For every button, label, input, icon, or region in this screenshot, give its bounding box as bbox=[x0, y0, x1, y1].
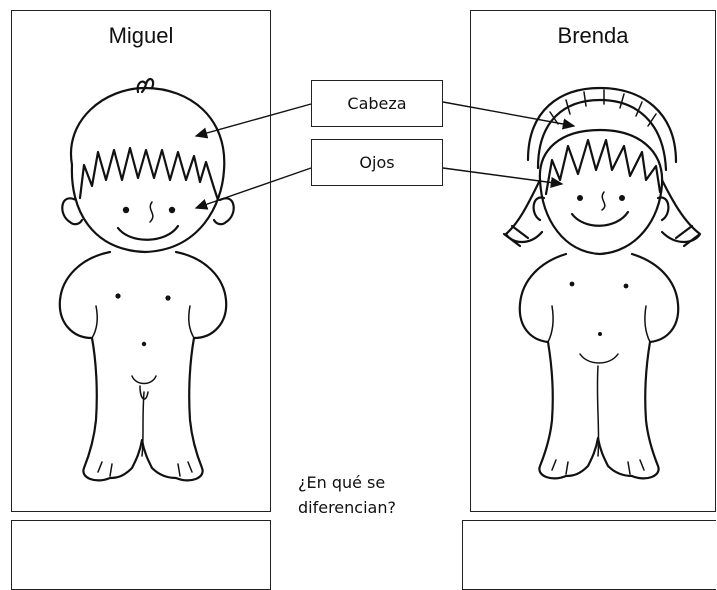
answer-box-right[interactable] bbox=[462, 520, 716, 590]
panel-miguel: Miguel bbox=[11, 10, 271, 512]
label-cabeza: Cabeza bbox=[311, 80, 443, 127]
question-line-1: ¿En qué se bbox=[298, 473, 386, 492]
panel-title-brenda: Brenda bbox=[557, 23, 629, 48]
panel-brenda: Brenda bbox=[470, 10, 716, 512]
arrow-ojos-brenda bbox=[442, 167, 564, 189]
label-ojos: Ojos bbox=[311, 139, 443, 186]
question-line-2: diferencian? bbox=[298, 498, 396, 517]
answer-box-left[interactable] bbox=[11, 520, 271, 590]
arrow-ojos-miguel bbox=[194, 167, 312, 210]
arrow-cabeza-miguel bbox=[194, 103, 312, 139]
panel-title-miguel: Miguel bbox=[108, 23, 174, 48]
question-text: ¿En qué se diferencian? bbox=[298, 470, 448, 520]
arrow-cabeza-brenda bbox=[442, 101, 576, 130]
